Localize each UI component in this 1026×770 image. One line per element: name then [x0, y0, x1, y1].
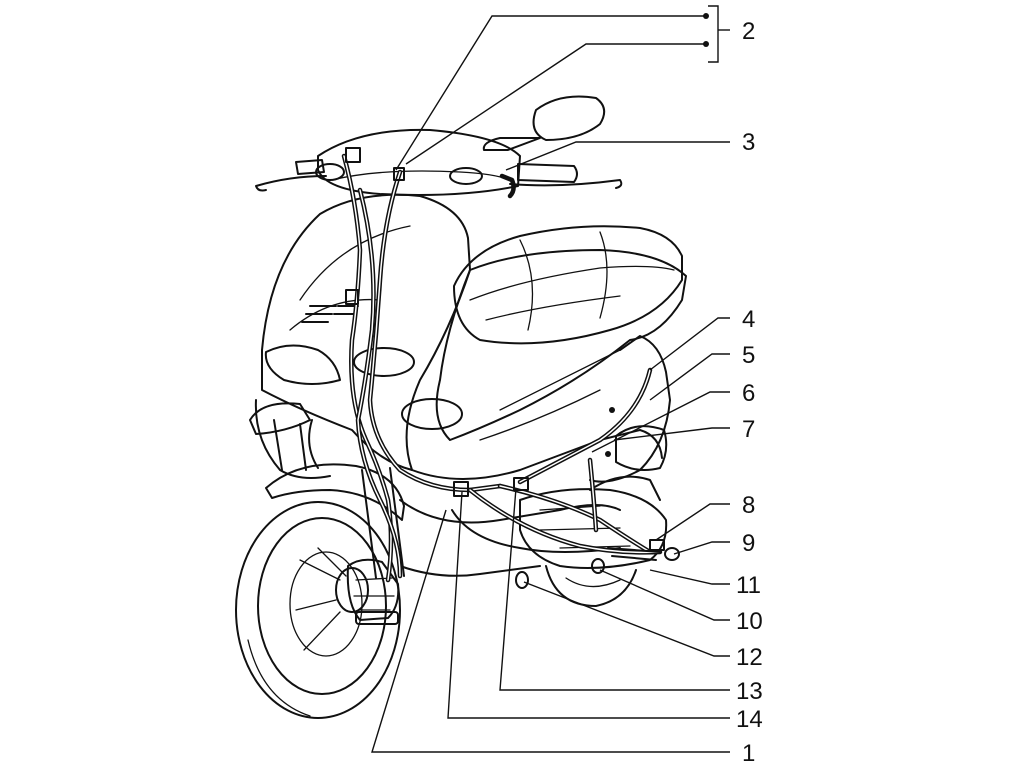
seat: [453, 225, 683, 345]
callout-1: 1: [742, 740, 755, 767]
body-panel: [435, 249, 687, 441]
callout-8: 8: [742, 492, 755, 519]
side-light-right: [401, 398, 463, 430]
front-mudguard: [265, 463, 405, 521]
callout-10: 10: [736, 608, 763, 635]
callout-3: 3: [742, 129, 755, 156]
callout-11: 11: [736, 572, 761, 599]
callout-4: 4: [742, 306, 755, 333]
callout-5: 5: [742, 342, 755, 369]
scooter-drawing: [235, 95, 687, 719]
callout-13: 13: [736, 678, 763, 705]
callout-labels: 2 3 4 5 6 7 8 9 11 10 12 13 14 1: [736, 18, 763, 767]
cables: [341, 153, 663, 583]
tail-light: [615, 425, 668, 471]
side-light-left: [353, 347, 415, 377]
floorboard: [411, 429, 663, 480]
callout-7: 7: [742, 416, 755, 443]
front-headlight: [264, 344, 341, 385]
small-parts: [345, 147, 680, 589]
leader-lines: [371, 5, 730, 753]
callout-6: 6: [742, 380, 755, 407]
right-lever: [509, 179, 623, 189]
right-grip: [517, 163, 578, 183]
mirror: [482, 95, 606, 151]
left-grip: [295, 159, 325, 175]
handlebar-cover: [317, 128, 521, 196]
callout-9: 9: [742, 530, 755, 557]
left-lever: [255, 175, 327, 192]
rear-wheel: [545, 565, 637, 607]
front-wheel: [235, 501, 401, 719]
callout-14: 14: [736, 706, 763, 733]
callout-12: 12: [736, 644, 763, 671]
callout-2: 2: [742, 18, 755, 45]
